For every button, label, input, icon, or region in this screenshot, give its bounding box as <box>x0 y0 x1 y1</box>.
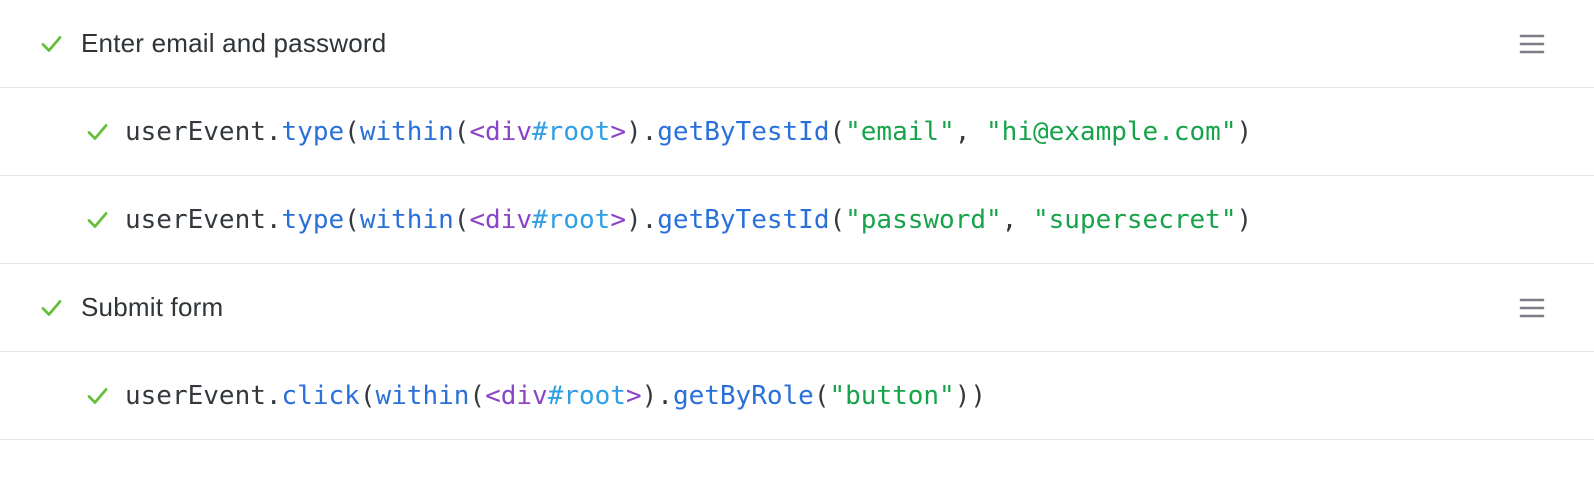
code-token-tag: > <box>610 204 626 235</box>
group-label: Enter email and password <box>81 28 387 58</box>
code-token-base: ) <box>1236 204 1253 235</box>
code-token-str: "hi@example.com" <box>986 116 1237 147</box>
list-icon <box>1519 298 1545 317</box>
code-token-fn: within <box>375 380 470 411</box>
code-token-base: )) <box>954 380 987 411</box>
code-token-fn: getByTestId <box>657 116 830 147</box>
code-token-base: . <box>657 380 673 411</box>
interaction-group-row-2[interactable]: Submit form <box>0 264 1594 352</box>
code-token-base: ) <box>1236 116 1253 147</box>
code-token-base: ) <box>641 380 658 411</box>
code-token-base: , <box>954 116 987 147</box>
code-token-fn: click <box>281 380 360 411</box>
code-token-base: ) <box>625 116 642 147</box>
code-token-tag: <div <box>469 204 533 235</box>
code-token-fn: type <box>281 116 345 147</box>
list-icon-button[interactable] <box>1518 32 1546 56</box>
list-icon <box>1519 34 1545 53</box>
code-token-fn: getByTestId <box>657 204 830 235</box>
code-token-base: userEvent <box>125 116 266 147</box>
code-token-tag: <div <box>485 380 548 411</box>
code-token-base: ) <box>625 204 642 235</box>
code-token-str: "email" <box>845 116 955 147</box>
code-token-id: #root <box>532 116 611 147</box>
code-token-base: ( <box>453 204 470 235</box>
code-token-id: #root <box>532 204 611 235</box>
check-icon <box>87 388 108 404</box>
code-token-base: . <box>641 116 658 147</box>
code-token-fn: within <box>359 116 454 147</box>
method-call-code: userEvent.click(within(<div#root>).getBy… <box>125 381 986 411</box>
code-token-str: "button" <box>829 380 955 411</box>
code-token-base: . <box>641 204 658 235</box>
check-icon <box>87 212 108 228</box>
check-icon <box>41 36 62 52</box>
code-token-base: ( <box>359 380 376 411</box>
code-token-base: userEvent <box>125 380 266 411</box>
code-token-base: . <box>265 380 282 411</box>
code-token-base: ( <box>469 380 486 411</box>
code-token-base: ( <box>344 204 360 235</box>
code-token-tag: <div <box>469 116 533 147</box>
code-token-base: userEvent <box>125 204 266 235</box>
code-token-fn: within <box>359 204 454 235</box>
interaction-call-row-3[interactable]: userEvent.click(within(<div#root>).getBy… <box>0 352 1594 440</box>
code-token-tag: > <box>625 380 642 411</box>
list-icon-button[interactable] <box>1518 296 1546 320</box>
interaction-call-row-1[interactable]: userEvent.type(within(<div#root>).getByT… <box>0 88 1594 176</box>
group-label: Submit form <box>81 292 224 322</box>
check-icon <box>87 124 108 140</box>
check-icon <box>41 300 62 316</box>
code-token-fn: type <box>281 204 345 235</box>
code-token-base: ( <box>813 380 830 411</box>
code-token-id: #root <box>547 380 626 411</box>
interaction-call-row-2[interactable]: userEvent.type(within(<div#root>).getByT… <box>0 176 1594 264</box>
code-token-base: ( <box>344 116 360 147</box>
method-call-code: userEvent.type(within(<div#root>).getByT… <box>125 205 1252 235</box>
method-call-code: userEvent.type(within(<div#root>).getByT… <box>125 117 1252 147</box>
code-token-base: ( <box>453 116 470 147</box>
code-token-fn: getByRole <box>672 380 814 411</box>
code-token-str: "password" <box>845 204 1002 235</box>
interactions-panel: Enter email and password userEvent.type(… <box>0 0 1594 440</box>
code-token-base: . <box>265 204 282 235</box>
code-token-str: "supersecret" <box>1032 204 1237 235</box>
code-token-base: ( <box>829 116 846 147</box>
code-token-base: ( <box>829 204 846 235</box>
code-token-tag: > <box>610 116 626 147</box>
code-token-base: . <box>265 116 282 147</box>
code-token-base: , <box>1001 204 1033 235</box>
interaction-group-row-1[interactable]: Enter email and password <box>0 0 1594 88</box>
